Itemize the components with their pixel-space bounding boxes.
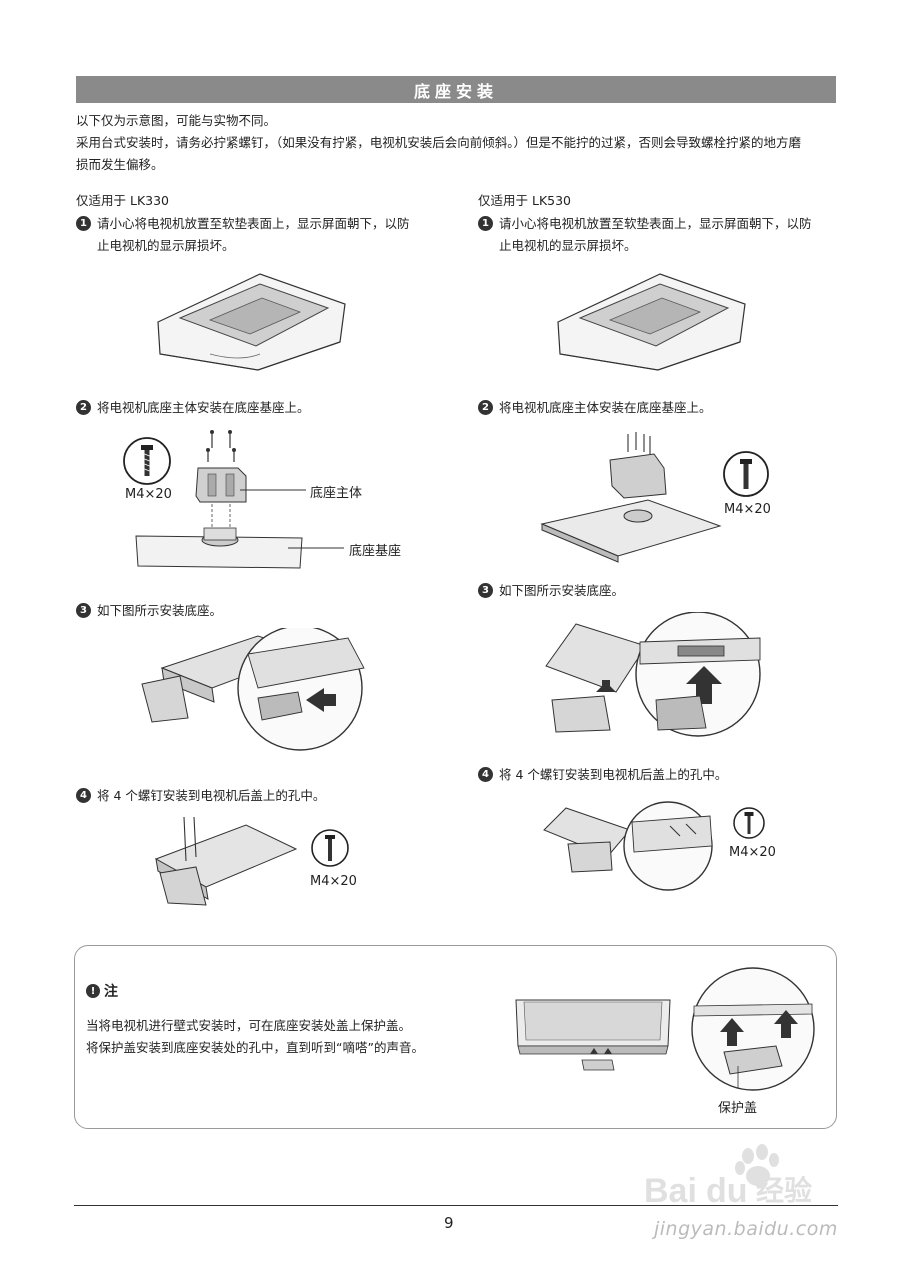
tv-on-cushion-illustration (150, 262, 350, 377)
step-number: 1 (76, 216, 91, 231)
screw-size-label: M4×20 (125, 487, 172, 502)
section-title: 底座安装 (413, 81, 498, 101)
right-step-3: 3 如下图所示安装底座。 (478, 580, 624, 602)
svg-text:Bai: Bai (644, 1172, 697, 1210)
svg-text:经验: 经验 (756, 1174, 812, 1207)
watermark-url: jingyan.baidu.com (654, 1218, 838, 1240)
right-step-1: 1 请小心将电视机放置至软垫表面上，显示屏面朝下，以防 止电视机的显示屏损坏。 (478, 213, 812, 257)
screw-size-label: M4×20 (310, 874, 357, 889)
step-number: 2 (76, 400, 91, 415)
note-text: 当将电视机进行壁式安装时，可在底座安装处盖上保护盖。 将保护盖安装到底座安装处的… (86, 1015, 424, 1059)
section-title-bar: 底座安装 (76, 76, 836, 103)
stand-body-callout: 底座主体 (310, 486, 363, 501)
step-text: 如下图所示安装底座。 (97, 603, 223, 618)
screw-icon (732, 806, 766, 840)
baidu-watermark-logo: Bai du 经验 (644, 1140, 834, 1250)
step-text: 将电视机底座主体安装在底座基座上。 (499, 400, 712, 415)
step-text: 止电视机的显示屏损坏。 (97, 238, 235, 253)
screw-icon (122, 436, 172, 486)
install-stand-illustration (138, 628, 370, 756)
page-number: 9 (444, 1214, 454, 1232)
install-stand-illustration (540, 612, 770, 744)
callout-line (288, 546, 344, 550)
right-step-4: 4 将 4 个螺钉安装到电视机后盖上的孔中。 (478, 764, 727, 786)
screw-size-label: M4×20 (724, 502, 771, 517)
note-line: 当将电视机进行壁式安装时，可在底座安装处盖上保护盖。 (86, 1018, 412, 1033)
step-text: 请小心将电视机放置至软垫表面上，显示屏面朝下，以防 (499, 216, 812, 231)
stand-assembly-illustration (130, 428, 310, 578)
stand-base-callout: 底座基座 (349, 544, 402, 559)
intro-text: 以下仅为示意图，可能与实物不同。 采用台式安装时，请务必拧紧螺钉，（如果没有拧紧… (76, 110, 838, 176)
step-number: 3 (76, 603, 91, 618)
note-heading: ! 注 (86, 981, 118, 1001)
protective-cover-callout: 保护盖 (718, 1101, 758, 1116)
step-number: 1 (478, 216, 493, 231)
tv-on-cushion-illustration (550, 262, 750, 377)
step-text: 将电视机底座主体安装在底座基座上。 (97, 400, 310, 415)
info-icon: ! (86, 984, 100, 998)
protective-cover-detail-illustration (690, 966, 816, 1092)
intro-line: 采用台式安装时，请务必拧紧螺钉，（如果没有拧紧，电视机安装后会向前倾斜。）但是不… (76, 135, 802, 150)
right-column-heading: 仅适用于 LK530 (478, 193, 571, 208)
note-title: 注 (104, 984, 118, 1000)
right-step-2: 2 将电视机底座主体安装在底座基座上。 (478, 397, 712, 419)
step-text: 将 4 个螺钉安装到电视机后盖上的孔中。 (97, 788, 326, 803)
step-number: 4 (76, 788, 91, 803)
stand-assembly-illustration (538, 428, 722, 564)
left-step-4: 4 将 4 个螺钉安装到电视机后盖上的孔中。 (76, 785, 325, 807)
left-column-heading: 仅适用于 LK330 (76, 193, 169, 208)
step-number: 4 (478, 767, 493, 782)
step-text: 如下图所示安装底座。 (499, 583, 625, 598)
screw-icon (722, 450, 770, 498)
left-step-3: 3 如下图所示安装底座。 (76, 600, 222, 622)
screw-tv-back-illustration (540, 800, 720, 892)
note-line: 将保护盖安装到底座安装处的孔中，直到听到“嘀嗒”的声音。 (86, 1040, 424, 1055)
screw-icon (310, 828, 350, 868)
screw-size-label: M4×20 (729, 845, 776, 860)
svg-text:du: du (706, 1172, 748, 1210)
step-text: 止电视机的显示屏损坏。 (499, 238, 637, 253)
step-number: 3 (478, 583, 493, 598)
footer-divider (74, 1205, 838, 1206)
note-box (74, 945, 837, 1129)
left-step-1: 1 请小心将电视机放置至软垫表面上，显示屏面朝下，以防 止电视机的显示屏损坏。 (76, 213, 410, 257)
tv-wall-mount-illustration (512, 996, 672, 1074)
step-text: 将 4 个螺钉安装到电视机后盖上的孔中。 (499, 767, 728, 782)
intro-line: 以下仅为示意图，可能与实物不同。 (76, 113, 277, 128)
step-number: 2 (478, 400, 493, 415)
intro-line: 损而发生偏移。 (76, 157, 164, 172)
left-step-2: 2 将电视机底座主体安装在底座基座上。 (76, 397, 310, 419)
screw-tv-back-illustration (150, 815, 300, 907)
callout-line (240, 488, 306, 492)
step-text: 请小心将电视机放置至软垫表面上，显示屏面朝下，以防 (97, 216, 410, 231)
